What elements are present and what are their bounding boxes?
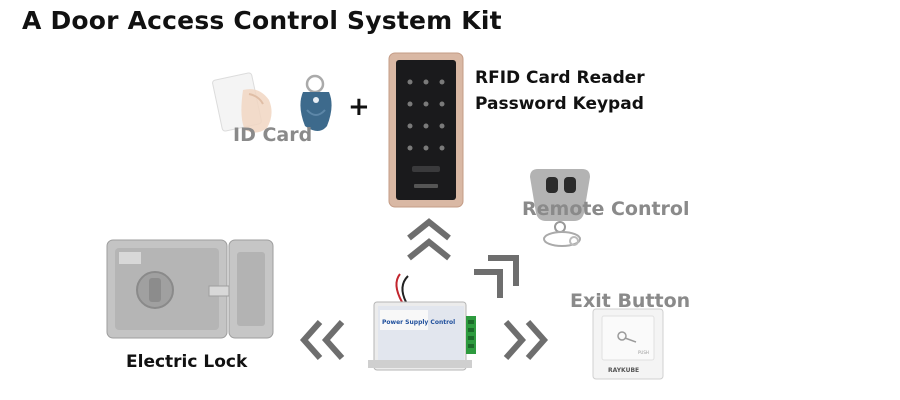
id-card-label: ID Card <box>233 124 313 146</box>
exit-button-image: PUSH RAYKUBE <box>592 308 664 380</box>
right-arrow-icon <box>503 320 549 360</box>
keypad-label-line2: Password Keypad <box>475 94 644 114</box>
page-title: A Door Access Control System Kit <box>22 6 502 35</box>
exit-brand-text: RAYKUBE <box>608 367 639 374</box>
plus-sign: + <box>348 92 370 122</box>
electric-lock-image <box>106 239 274 339</box>
remote-control-label: Remote Control <box>522 198 690 220</box>
exit-push-text: PUSH <box>638 350 649 355</box>
power-supply-image: Power Supply Control <box>368 273 476 371</box>
diagonal-arrow-icon <box>474 255 519 298</box>
power-supply-text: Power Supply Control <box>382 319 455 326</box>
id-card-image <box>212 72 332 133</box>
keypad-label-line1: RFID Card Reader <box>475 68 645 88</box>
exit-button-label: Exit Button <box>570 290 691 312</box>
electric-lock-label: Electric Lock <box>126 352 248 372</box>
remote-control-image <box>530 169 590 247</box>
keypad-image <box>388 52 464 208</box>
up-arrow-icon <box>407 218 451 261</box>
left-arrow-icon <box>299 320 345 360</box>
